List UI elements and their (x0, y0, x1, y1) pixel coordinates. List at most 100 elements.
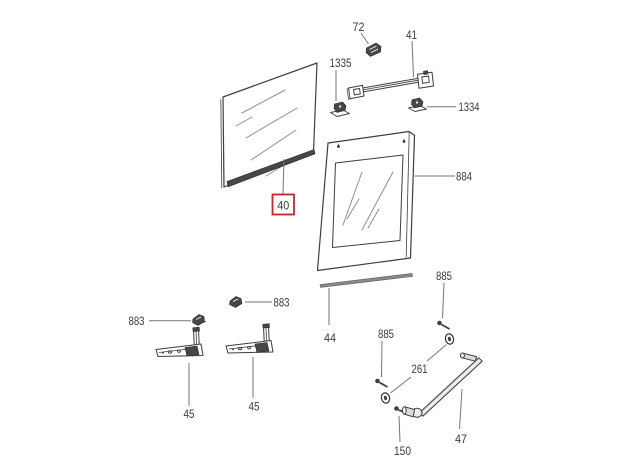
hinge-left-rivet (162, 351, 164, 354)
handle47-highlight (420, 359, 481, 416)
clip883-left-body (192, 314, 205, 326)
callout-1335-label: 1335 (330, 56, 352, 70)
part-lower-handle (401, 352, 483, 418)
callout-885-left-label: 885 (378, 327, 394, 341)
hinge-left-hole-2 (177, 349, 181, 353)
screw150-head (394, 406, 399, 411)
hinge-right-joint (254, 342, 270, 353)
spacer261bottom-hole (383, 395, 388, 401)
callout-45-left[interactable]: 45 (184, 363, 195, 421)
handle41-bar-line (354, 78, 424, 92)
callout-72-leader (360, 32, 369, 45)
spacer261top-hole (447, 336, 452, 342)
callout-1335[interactable]: 1335 (330, 56, 352, 101)
callout-150-label: 150 (394, 444, 411, 458)
callout-883-left[interactable]: 883 (129, 314, 192, 328)
callout-44-label: 44 (324, 331, 336, 345)
trim-bar-shape (319, 273, 413, 288)
callout-45-left-label: 45 (184, 407, 195, 421)
door-edge-line (405, 132, 410, 258)
door-screw-right (402, 140, 406, 143)
callout-150-leader (398, 415, 401, 443)
handle47-top-cap (459, 352, 465, 359)
handle41-left-side (346, 87, 351, 101)
part-hinge-left (155, 326, 204, 357)
callout-884-label: 884 (456, 170, 472, 184)
screw885top-shaft (441, 323, 450, 330)
callout-47-leader (459, 388, 463, 430)
hinge-right-hole-1 (237, 346, 243, 351)
hinge-right-rivet (232, 348, 234, 351)
part-bracket-1335 (330, 101, 350, 117)
part-top-handle (346, 70, 434, 101)
clip72-body (365, 42, 382, 57)
selection-highlight-box (271, 193, 295, 216)
glass-edge-line (220, 99, 223, 189)
bracket1334-hole (415, 101, 419, 104)
callout-885-left[interactable]: 885 (378, 327, 394, 378)
part-hinge-right (225, 323, 274, 354)
callout-41[interactable]: 41 (406, 28, 417, 78)
callout-72-label: 72 (353, 20, 365, 34)
glass-bottom-strip (226, 149, 316, 188)
callout-261-label: 261 (412, 362, 428, 376)
part-screw-885-left (375, 378, 388, 388)
handle41-left-bracket-hole (352, 87, 361, 96)
part-screw-885-top (437, 320, 450, 330)
screw885left-head (375, 378, 380, 384)
callout-261-leader (390, 344, 447, 394)
callout-40-selected[interactable]: 40 (271, 158, 295, 216)
hinge-left-arm-tip (192, 326, 200, 332)
callout-41-label: 41 (406, 28, 417, 42)
callout-883-right[interactable]: 883 (245, 296, 290, 310)
part-spacer-261-bottom (380, 392, 391, 404)
callout-150[interactable]: 150 (394, 415, 411, 458)
window-reflection-lines (342, 171, 394, 231)
handle41-right-notch (423, 70, 429, 75)
callout-883-left-label: 883 (129, 314, 145, 328)
part-clip-72 (365, 42, 382, 57)
clip883-left-foot (199, 321, 207, 324)
callout-40-leader (282, 158, 285, 195)
part-inner-glass (220, 62, 318, 189)
bracket1335-hole (338, 105, 342, 108)
callout-885-top[interactable]: 885 (436, 269, 452, 319)
part-spacer-261-top (444, 333, 455, 345)
callout-885-left-leader (381, 340, 383, 378)
clip72-slits (369, 45, 379, 53)
door-screw-left (337, 145, 340, 148)
callout-883-right-label: 883 (274, 296, 290, 310)
callout-884[interactable]: 884 (414, 170, 473, 184)
part-clip-883-right (229, 296, 243, 308)
handle47-ferrule-face (401, 406, 407, 415)
callout-1334[interactable]: 1334 (427, 100, 480, 114)
glass-reflection-lines (235, 89, 298, 177)
clip883-right-body (229, 296, 243, 308)
callout-885-top-label: 885 (436, 269, 452, 283)
callout-885-top-leader (442, 282, 445, 319)
callout-45-right[interactable]: 45 (249, 357, 260, 414)
hinge-left-joint (184, 345, 200, 357)
callout-41-leader (411, 40, 414, 78)
part-door-panel (316, 130, 416, 272)
callout-47-label: 47 (455, 432, 467, 446)
callout-44[interactable]: 44 (324, 288, 336, 345)
part-bracket-1334 (408, 97, 427, 112)
hinge-left-hole-1 (167, 350, 173, 354)
clip883-left-slit (195, 316, 202, 320)
callout-47[interactable]: 47 (455, 388, 467, 446)
callout-261[interactable]: 261 (390, 344, 447, 394)
callout-40-label: 40 (277, 199, 289, 213)
hinge-right-hole-2 (247, 346, 251, 350)
handle41-right-bracket-hole (421, 75, 430, 84)
door-window (332, 154, 404, 248)
screw885top-head (437, 320, 442, 326)
hinge-right-arm-tip (262, 323, 270, 329)
handle41-left-bracket (348, 84, 365, 100)
callout-72[interactable]: 72 (353, 20, 369, 45)
callout-45-right-label: 45 (249, 400, 260, 414)
part-trim-bar (319, 273, 413, 288)
screw885left-shaft (379, 381, 388, 388)
